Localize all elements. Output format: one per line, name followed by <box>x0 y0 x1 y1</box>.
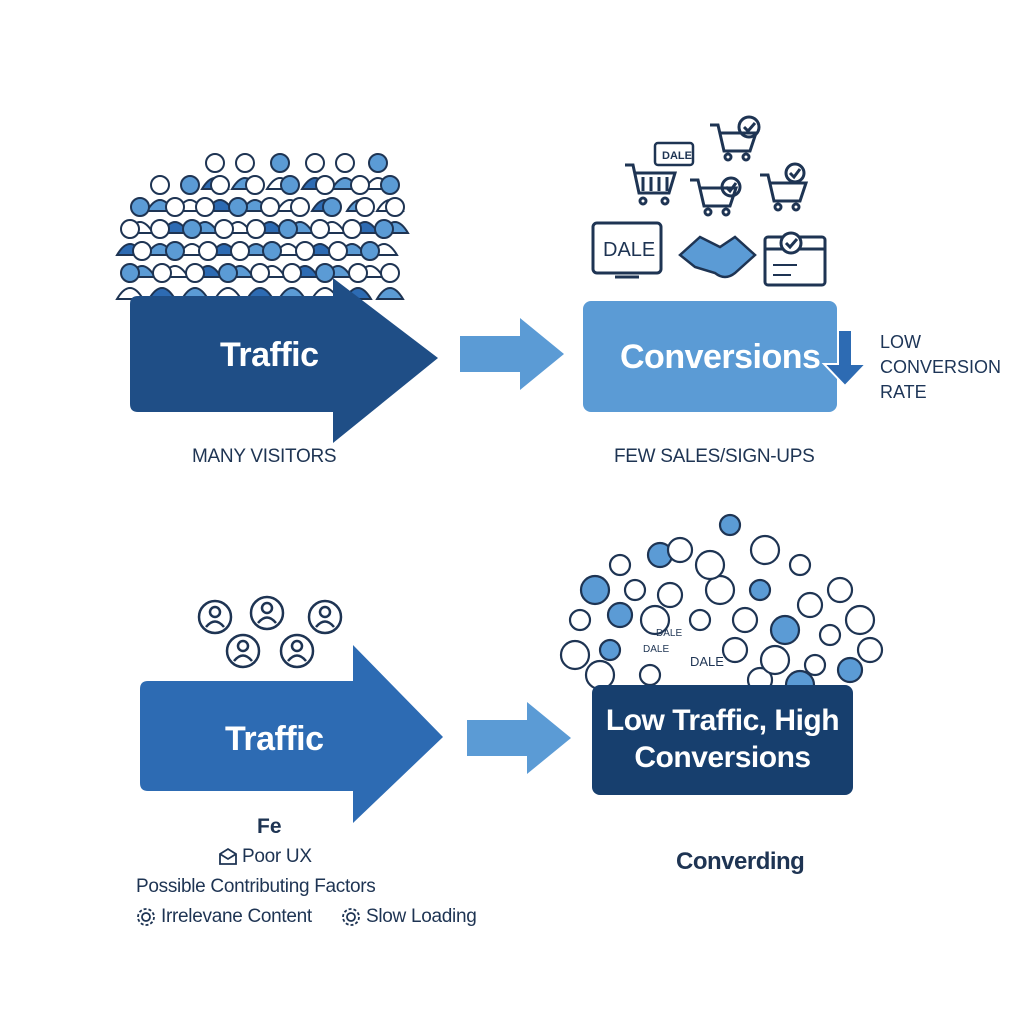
person-icon <box>375 263 405 300</box>
note-line-1: LOW <box>880 332 922 352</box>
conversions-caption: FEW SALES/SIGN-UPS <box>614 446 815 467</box>
traffic-arrow-top <box>130 278 438 443</box>
note-line-3: RATE <box>880 382 927 402</box>
connector-arrow-top <box>460 318 564 390</box>
cluster-icon <box>818 623 842 647</box>
cluster-icon <box>826 576 854 604</box>
cluster-icon <box>796 591 824 619</box>
factor-label: Poor UX <box>242 846 312 867</box>
cluster-tag-2: DALE <box>656 628 682 639</box>
cluster-icon <box>598 638 622 662</box>
result-caption: Converding <box>676 848 805 875</box>
sale-tag-text: DALE <box>662 150 692 162</box>
conversions-label: Conversions <box>620 338 821 376</box>
factor-poor-ux: Poor UX <box>218 846 312 868</box>
conversions-box <box>583 301 837 412</box>
cluster-icon <box>748 578 772 602</box>
cluster-icon <box>856 636 884 664</box>
gear-icon <box>342 908 360 926</box>
cluster-icon <box>694 549 726 581</box>
cluster-icon <box>749 534 781 566</box>
factor-irrelevant-content: Irrelevane Content <box>135 906 312 928</box>
cluster-icon <box>639 604 671 636</box>
crowd-icon-cluster <box>115 153 410 300</box>
cluster-icon <box>803 653 827 677</box>
factors-heading: Possible Contributing Factors <box>136 876 376 897</box>
connector-arrow-bottom <box>467 702 571 774</box>
factor-slow-loading: Slow Loading <box>340 906 477 928</box>
low-conversion-note: LOW CONVERSION RATE <box>880 330 1001 405</box>
cluster-icon <box>688 608 712 632</box>
cluster-icon <box>731 606 759 634</box>
cluster-icon <box>638 663 662 687</box>
few-visitors-icons <box>197 595 343 669</box>
cluster-icon <box>559 639 591 671</box>
fe-text: Fe <box>257 815 282 838</box>
result-label: Low Traffic, High Conversions <box>592 702 853 776</box>
result-box <box>592 685 853 795</box>
result-label-line-2: Conversions <box>634 741 811 774</box>
cluster-icon <box>836 656 864 684</box>
cluster-icon <box>623 578 647 602</box>
envelope-icon <box>219 847 237 865</box>
cluster-tag-3: DALE <box>690 654 724 669</box>
cluster-icon <box>666 536 694 564</box>
conversion-icons-cluster: DALE DALE DALE <box>559 513 884 701</box>
gear-icon <box>137 908 155 926</box>
note-line-2: CONVERSION <box>880 357 1002 377</box>
cluster-icon <box>704 574 736 606</box>
traffic-label-bottom: Traffic <box>225 720 324 758</box>
cluster-icon <box>769 614 801 646</box>
cluster-icon <box>788 553 812 577</box>
down-arrow-icon <box>821 329 869 388</box>
cluster-icon <box>759 644 791 676</box>
cluster-icon <box>656 581 684 609</box>
result-label-line-1: Low Traffic, High <box>605 704 840 737</box>
cluster-icon <box>579 574 611 606</box>
cluster-icon <box>844 604 876 636</box>
traffic-label-top: Traffic <box>220 336 319 374</box>
traffic-arrow-bottom <box>140 645 443 823</box>
cluster-icon <box>608 553 632 577</box>
shopping-icon-cluster: DALE DALE <box>591 115 827 287</box>
cluster-icon <box>721 636 749 664</box>
cluster-icon <box>606 601 634 629</box>
traffic-caption-top: MANY VISITORS <box>192 446 337 467</box>
cluster-icon <box>568 608 592 632</box>
cluster-icon <box>718 513 742 537</box>
factor-label: Slow Loading <box>366 906 477 927</box>
person-icon <box>147 263 177 300</box>
cluster-tag-1: DALE <box>643 644 669 655</box>
factor-label: Irrelevane Content <box>161 906 312 927</box>
screen-label-text: DALE <box>603 239 655 261</box>
